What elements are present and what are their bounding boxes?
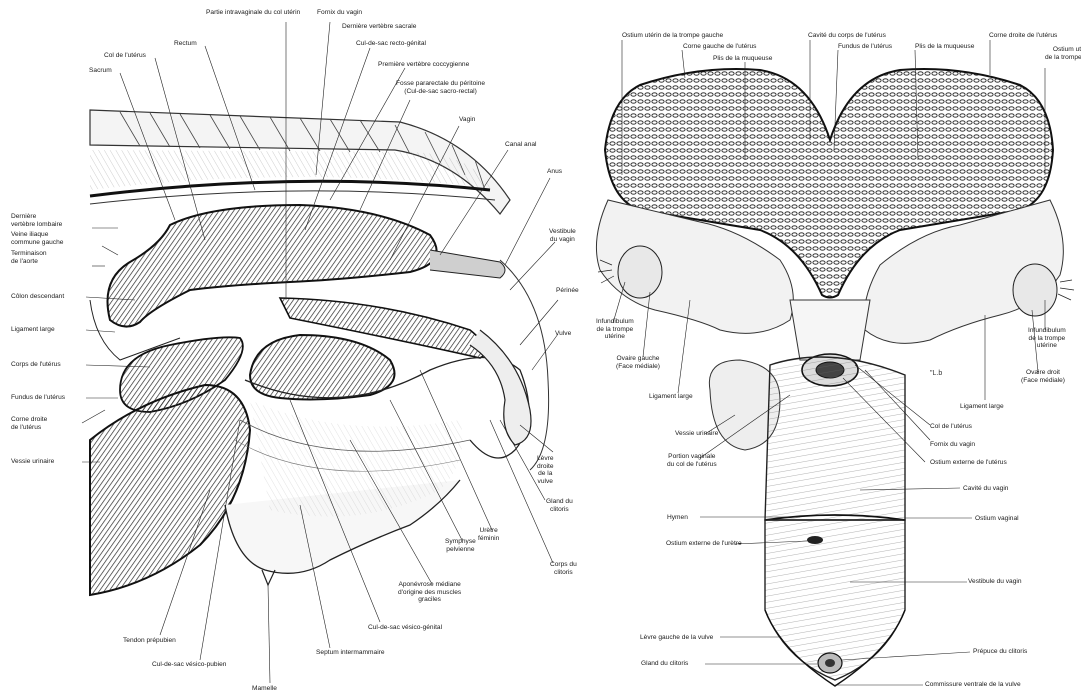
label-fundus-de-luterus: Fundus de l'utérus: [11, 394, 65, 402]
label-col-de-luterus: Col de l'utérus: [104, 52, 146, 60]
label-gland-du-clitoris: Gland du clitoris: [546, 498, 573, 513]
label-aponevrose-mediane: Aponévrose médiane d'origine des muscles…: [398, 581, 461, 604]
label-vestibule-du-vagin: Vestibule du vagin: [549, 228, 576, 243]
label-col-uterus: Col de l'utérus: [930, 423, 972, 431]
label-cavite-vagin: Cavité du vagin: [963, 485, 1008, 493]
label-derniere-vertebre-sacrale: Dernière vertèbre sacrale: [342, 23, 416, 31]
label-vagin: Vagin: [459, 116, 475, 124]
label-levre-gauche: Lèvre gauche de la vulve: [640, 634, 713, 642]
label-fornix-du-vagin: Fornix du vagin: [317, 9, 362, 17]
label-ligament-large-right: Ligament large: [960, 403, 1004, 411]
label-plis-muqueuse-right: Plis de la muqueuse: [915, 43, 974, 51]
label-vessie-urinaire-right: Vessie urinaire: [675, 430, 718, 438]
label-prepuce-clitoris: Prépuce du clitoris: [973, 648, 1027, 656]
label-fornix-vagin: Fornix du vagin: [930, 441, 975, 449]
label-corne-droite-de-luterus: Corne droite de l'utérus: [11, 416, 47, 431]
label-ostium-externe-uretre: Ostium externe de l'urètre: [666, 540, 742, 548]
label-vessie-urinaire: Vessie urinaire: [11, 458, 54, 466]
label-ostium-vaginal: Ostium vaginal: [975, 515, 1019, 523]
label-ovaire-gauche: Ovaire gauche (Face médiale): [616, 355, 660, 370]
label-plis-muqueuse-left: Plis de la muqueuse: [713, 55, 772, 63]
label-gland-clitoris: Gland du clitoris: [641, 660, 688, 668]
label-cul-de-sac-vesico-pubien: Cul-de-sac vésico-pubien: [152, 661, 226, 669]
label-cul-de-sac-recto-genital: Cul-de-sac recto-génital: [356, 40, 426, 48]
label-anus: Anus: [547, 168, 562, 176]
label-fosse-pararectale: Fosse pararectale du péritoine (Cul-de-s…: [396, 80, 485, 95]
label-premiere-vertebre-coccygienne: Première vertèbre coccygienne: [378, 61, 469, 69]
label-fundus-uterus: Fundus de l'utérus: [838, 43, 892, 51]
label-portion-vaginale: Portion vaginale du col de l'utérus: [667, 453, 717, 468]
label-ostium-uterin-droite: Ostium utérin de la trompe droite: [1045, 46, 1081, 61]
label-ligament-large-left: Ligament large: [649, 393, 693, 401]
label-vulve: Vulve: [555, 330, 571, 338]
label-ligament-large: Ligament large: [11, 326, 55, 334]
label-ostium-uterin-gauche: Ostium utérin de la trompe gauche: [622, 32, 723, 40]
label-veine-iliaque: Veine iliaque commune gauche: [11, 231, 63, 246]
label-septum-intermammaire: Septum intermammaire: [316, 649, 385, 657]
label-canal-anal: Canal anal: [505, 141, 537, 149]
label-hymen: Hymen: [667, 514, 688, 522]
label-terminaison-aorte: Terminaison de l'aorte: [11, 250, 47, 265]
label-derniere-vertebre-lombaire: Dernière vertèbre lombaire: [11, 213, 62, 228]
label-corps-du-clitoris: Corps du clitoris: [550, 561, 577, 576]
label-corne-droite: Corne droite de l'utérus: [989, 32, 1057, 40]
label-colon-descendant: Côlon descendant: [11, 293, 64, 301]
right-opened-tract-illustration: "L.b: [596, 69, 1074, 686]
label-uretre-feminin: Urètre féminin: [478, 527, 499, 542]
label-symphyse-pelvienne: Symphyse pelvienne: [445, 538, 476, 553]
label-tendon-prepubien: Tendon prépubien: [123, 637, 176, 645]
label-infundibulum-gauche: Infundibulum de la trompe utérine: [596, 318, 634, 341]
label-levre-droite-vulve: Lèvre droite de la vulve: [537, 455, 554, 485]
label-rectum: Rectum: [174, 40, 197, 48]
label-perinee: Périnée: [556, 287, 579, 295]
label-infundibulum-droit: Infundibulum de la trompe utérine: [1028, 327, 1066, 350]
label-vestibule-vagin: Vestibule du vagin: [968, 578, 1022, 586]
label-ovaire-droit: Ovaire droit (Face médiale): [1021, 369, 1065, 384]
label-corps-de-luterus: Corps de l'utérus: [11, 361, 61, 369]
label-ostium-externe-uterus: Ostium externe de l'utérus: [930, 459, 1007, 467]
label-partie-intravaginale: Partie intravaginale du col utérin: [206, 9, 300, 17]
label-commissure-ventrale: Commissure ventrale de la vulve: [925, 681, 1021, 689]
label-corne-gauche: Corne gauche de l'utérus: [683, 43, 756, 51]
label-sacrum: Sacrum: [89, 67, 112, 75]
left-sagittal-illustration: [90, 110, 549, 595]
label-mamelle: Mamelle: [252, 685, 277, 693]
label-cavite-corps-uterus: Cavité du corps de l'utérus: [808, 32, 886, 40]
svg-text:"L.b: "L.b: [930, 370, 942, 377]
label-cul-de-sac-vesico-genital: Cul-de-sac vésico-génital: [368, 624, 442, 632]
